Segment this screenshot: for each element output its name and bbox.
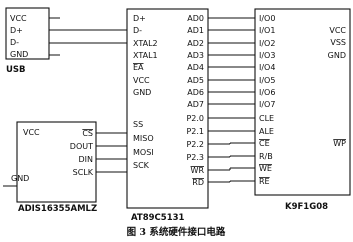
mcu-pin-gnd: GND	[133, 88, 151, 97]
sensor-pin-din: DIN	[78, 155, 93, 164]
flash-pin-i-o1: I/O1	[259, 26, 275, 35]
sensor-pin-vcc: VCC	[23, 128, 40, 137]
flash-box	[254, 8, 351, 196]
flash-pin-we: WE	[259, 164, 272, 173]
mcu-pin-xtal1: XTAL1	[133, 51, 158, 60]
flash-pin-i-o2: I/O2	[259, 39, 275, 48]
mcu-pin-ad3: AD3	[187, 51, 204, 60]
mcu-pin-ad7: AD7	[187, 100, 204, 109]
mcu-pin-ad6: AD6	[187, 88, 204, 97]
flash-pin-i-o6: I/O6	[259, 88, 275, 97]
flash-pin-vcc: VCC	[329, 26, 346, 35]
sensor-pin-sclk: SCLK	[73, 168, 94, 177]
figure-caption: 图 3 系统硬件接口电路	[127, 226, 226, 238]
mcu-pin-wr: WR	[191, 166, 205, 175]
flash-pin-r-b: R/B	[259, 152, 273, 161]
mcu-pin-mosi: MOSI	[133, 148, 154, 157]
mcu-pin-ad1: AD1	[187, 26, 204, 35]
flash-pin-i-o3: I/O3	[259, 51, 275, 60]
usb-pin-gnd: GND	[10, 50, 28, 59]
mcu-pin-ad0: AD0	[187, 14, 204, 23]
flash-pin-ce: CE	[259, 139, 270, 148]
mcu-pin-ad2: AD2	[187, 39, 204, 48]
flash-pin-re: RE	[259, 177, 270, 186]
flash-pin-i-o0: I/O0	[259, 14, 275, 23]
sensor-pin-dout: DOUT	[70, 142, 93, 151]
mcu-pin-ad4: AD4	[187, 63, 204, 72]
mcu-box	[126, 8, 209, 209]
flash-pin-i-o7: I/O7	[259, 100, 275, 109]
usb-pin-d: D-	[10, 38, 19, 47]
mcu-pin-vcc: VCC	[133, 76, 150, 85]
usb-pin-d: D+	[10, 26, 23, 35]
flash-pin-gnd: GND	[328, 51, 346, 60]
mcu-pin-xtal2: XTAL2	[133, 39, 158, 48]
flash-pin-cle: CLE	[259, 114, 274, 123]
usb-box	[5, 7, 50, 60]
mcu-pin-d: D+	[133, 14, 146, 23]
mcu-pin-ss: SS	[133, 120, 143, 129]
flash-pin-i-o5: I/O5	[259, 76, 275, 85]
flash-label: K9F1G08	[285, 202, 328, 212]
mcu-pin-miso: MISO	[133, 134, 154, 143]
flash-pin-i-o4: I/O4	[259, 63, 275, 72]
mcu-pin-d: D-	[133, 26, 142, 35]
mcu-pin-ea: EA	[133, 63, 144, 72]
flash-pin-vss: VSS	[330, 38, 346, 47]
sensor-box	[16, 121, 97, 203]
mcu-pin-p2-2: P2.2	[186, 140, 204, 149]
mcu-pin-p2-0: P2.0	[186, 114, 204, 123]
mcu-label: AT89C5131	[131, 213, 185, 223]
sensor-label: ADIS16355AMLZ	[18, 204, 97, 214]
mcu-pin-ad5: AD5	[187, 76, 204, 85]
sensor-pin-cs: CS	[82, 129, 93, 138]
mcu-pin-p2-1: P2.1	[186, 127, 204, 136]
mcu-pin-sck: SCK	[133, 161, 150, 170]
flash-pin-ale: ALE	[259, 127, 274, 136]
mcu-pin-rd: RD	[192, 178, 204, 187]
usb-pin-vcc: VCC	[10, 14, 27, 23]
flash-pin-wp: WP	[333, 139, 346, 148]
mcu-pin-p2-3: P2.3	[186, 153, 204, 162]
usb-label: USB	[6, 65, 26, 75]
sensor-pin-gnd: GND	[11, 174, 29, 183]
